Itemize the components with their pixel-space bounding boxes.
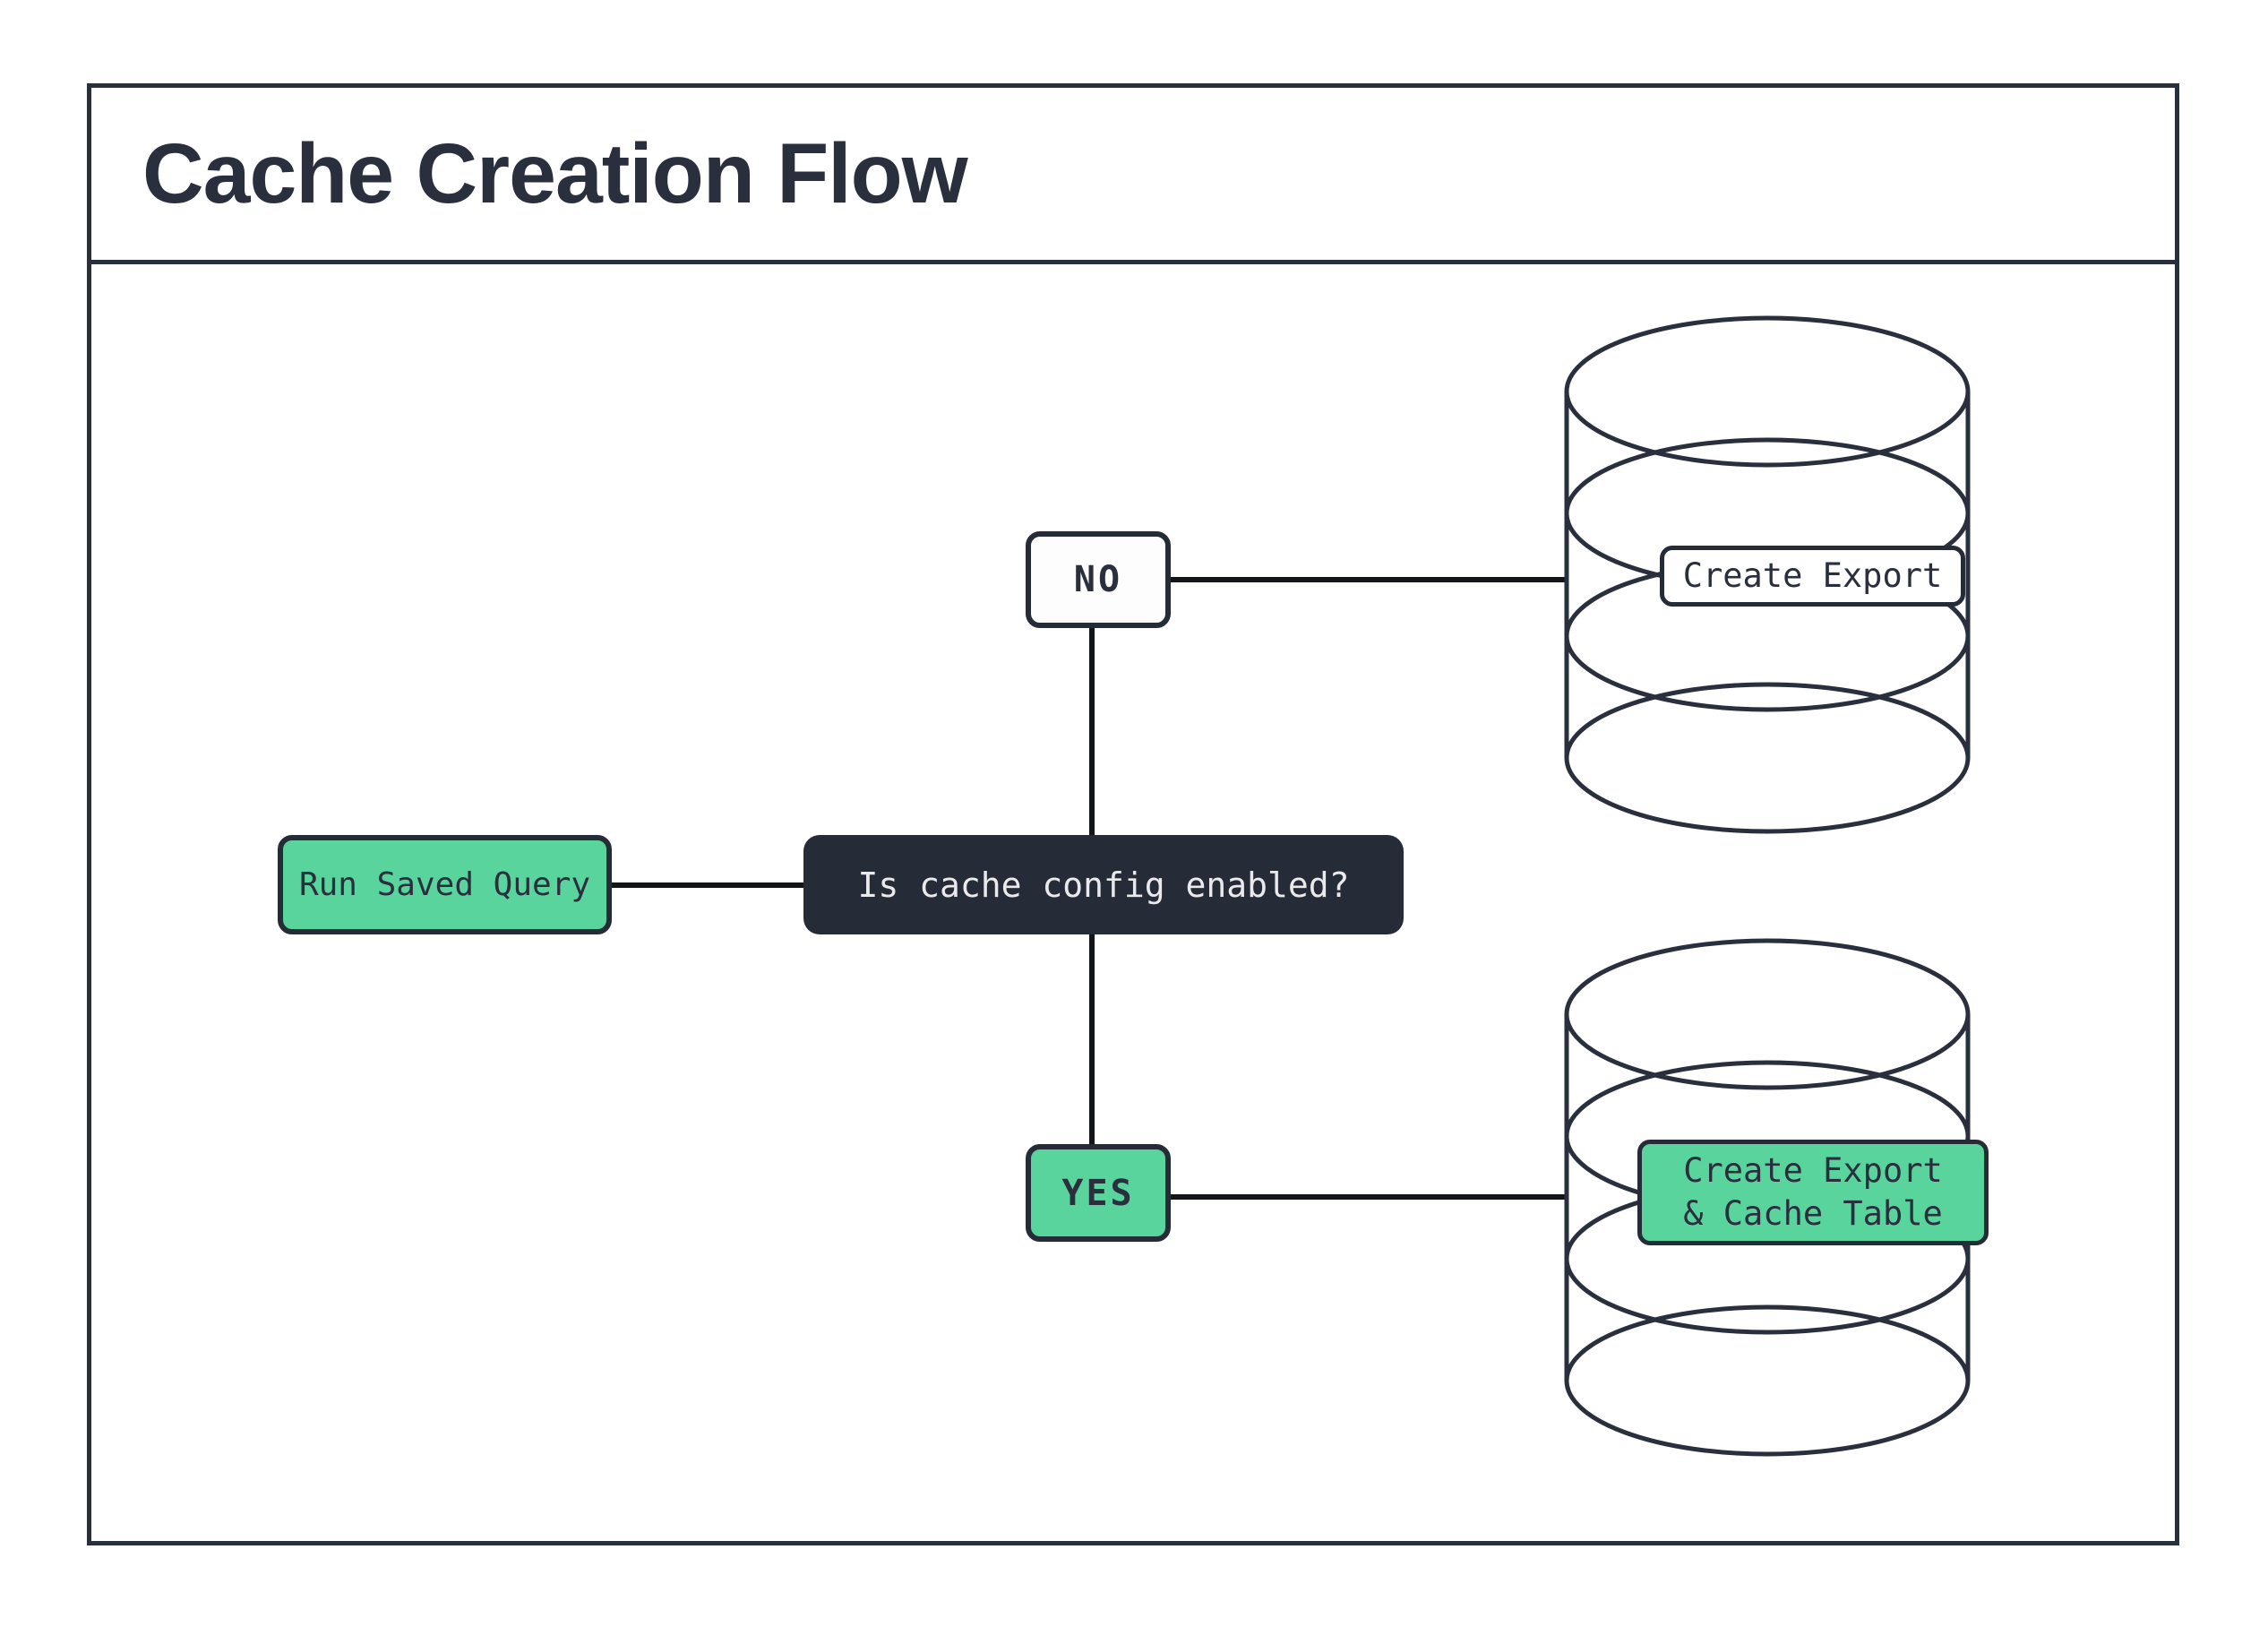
page-title: Cache Creation Flow — [142, 125, 968, 221]
diagram-frame: Cache Creation Flow — [87, 83, 2179, 1545]
node-run-saved-query-label: Run Saved Query — [298, 866, 591, 903]
db-label-create-export: Create Export — [1660, 546, 1965, 607]
diagram-header: Cache Creation Flow — [91, 88, 2175, 264]
node-branch-yes-label: YES — [1061, 1172, 1135, 1214]
db-label-cache-line1: Create Export — [1683, 1150, 1943, 1190]
connector-lines — [612, 577, 1568, 1200]
db-label-create-export-text: Create Export — [1682, 555, 1943, 595]
db-label-create-export-cache-table: Create Export & Cache Table — [1637, 1140, 1989, 1245]
node-branch-yes: YES — [1026, 1144, 1171, 1242]
node-question-label: Is cache config enabled? — [857, 865, 1350, 905]
node-branch-no: NO — [1026, 531, 1171, 628]
db-label-cache-line2: & Cache Table — [1683, 1194, 1943, 1233]
database-icon-top — [1564, 315, 1971, 834]
node-run-saved-query: Run Saved Query — [278, 835, 612, 934]
node-question: Is cache config enabled? — [803, 835, 1404, 934]
node-branch-no-label: NO — [1073, 559, 1123, 600]
